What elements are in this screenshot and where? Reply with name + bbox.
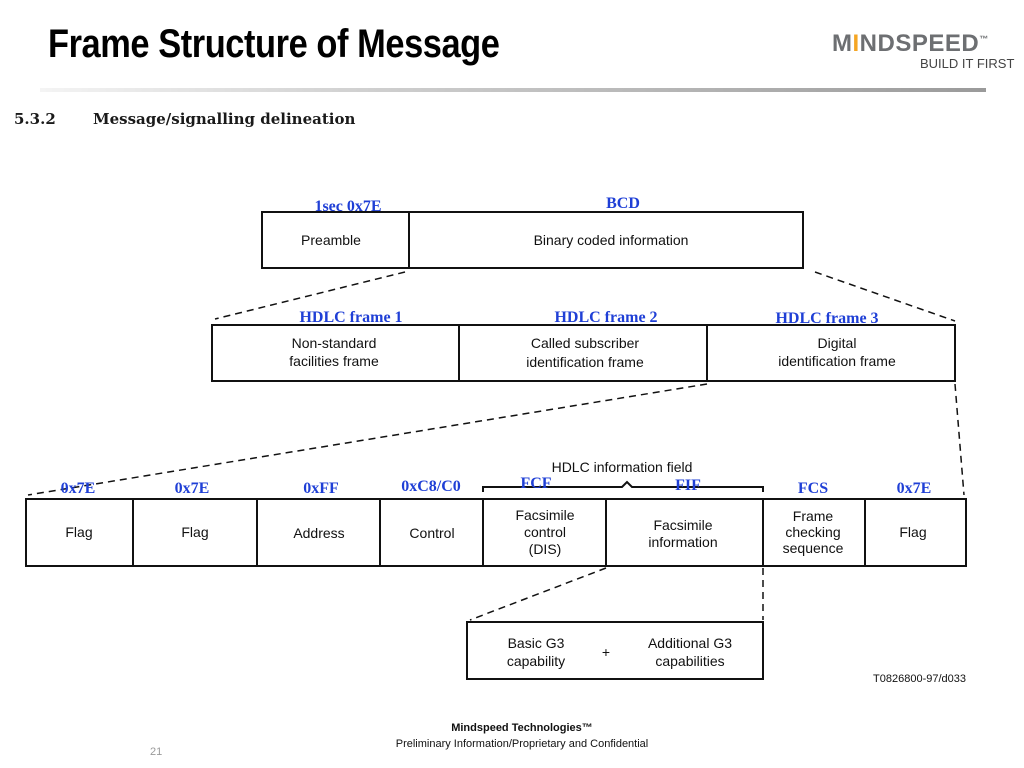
row2-cell-text: identification frame	[778, 353, 896, 369]
row2-cell-text: identification frame	[526, 354, 644, 370]
row3-cell-text: checking	[785, 524, 840, 540]
row2-cell-text: facilities frame	[289, 353, 379, 369]
row1-frame	[261, 211, 804, 269]
page-number: 21	[150, 746, 163, 758]
row3-label: FIF	[675, 477, 701, 494]
row3-cell-text: Facsimile	[653, 517, 712, 533]
slide-title: Frame Structure of Message	[48, 22, 500, 66]
row3-label: 0x7E	[61, 480, 96, 497]
row2-label: HDLC frame 1	[299, 309, 402, 326]
information-field-header: HDLC information field	[552, 459, 693, 475]
row3-cell-text: Facsimile	[515, 507, 574, 523]
plus-operator: +	[602, 644, 610, 660]
row3-cell-text: Control	[409, 525, 454, 541]
footer-company: Mindspeed Technologies™	[451, 722, 593, 734]
row3-cell-text: Address	[293, 525, 344, 541]
row3-label: FCS	[798, 480, 828, 497]
row4-frame	[466, 621, 764, 680]
logo-wordmark: MINDSPEED™	[832, 30, 989, 57]
row3-cell-text: Frame	[793, 508, 834, 524]
row3-cell-text: Flag	[65, 524, 92, 540]
row3-cell-text: Flag	[899, 524, 926, 540]
row4-cell-text: capabilities	[655, 653, 724, 669]
row2-label: HDLC frame 2	[554, 309, 657, 326]
row3-frame	[25, 498, 967, 567]
row2-cell-text: Non-standard	[292, 335, 377, 351]
row3-cell-text: control	[524, 524, 566, 540]
row3-cell-text: sequence	[783, 540, 844, 556]
row4-cell-text: Basic G3	[508, 635, 565, 651]
row1-label: 1sec 0x7E	[314, 198, 381, 215]
row3-cell-text: Flag	[181, 524, 208, 540]
expansion-line	[814, 271, 956, 322]
row1-cell-text: Binary coded information	[534, 232, 689, 248]
expansion-line	[469, 567, 607, 621]
row3-cell-text: information	[648, 534, 717, 550]
section-title: Message/signalling delineation	[93, 110, 356, 128]
title-divider	[40, 88, 986, 92]
row3-label: 0x7E	[897, 480, 932, 497]
row3-label: 0xC8/C0	[401, 478, 461, 495]
expansion-line	[27, 383, 708, 496]
row2-frame	[211, 324, 956, 382]
figure-reference: T0826800-97/d033	[873, 673, 966, 685]
row4-cell-text: Additional G3	[648, 635, 732, 651]
row2-cell-text: Called subscriber	[531, 335, 639, 351]
row2-label: HDLC frame 3	[775, 310, 878, 327]
logo-tagline: BUILD IT FIRST	[920, 56, 1015, 71]
footer-confidentiality: Preliminary Information/Proprietary and …	[395, 738, 649, 750]
row3-label: 0xFF	[303, 480, 339, 497]
expansion-line	[954, 383, 965, 496]
expansion-line	[214, 271, 406, 320]
row3-cell-text: (DIS)	[529, 541, 562, 557]
row3-label: 0x7E	[175, 480, 210, 497]
mindspeed-logo: MINDSPEED™ BUILD IT FIRST	[832, 30, 1014, 74]
row2-cell-text: Digital	[818, 335, 857, 351]
section-heading: 5.3.2 Message/signalling delineation	[14, 110, 355, 128]
information-field-brace	[482, 480, 764, 492]
row3-label: FCF	[520, 475, 551, 492]
row1-label: BCD	[606, 195, 640, 212]
section-number: 5.3.2	[14, 110, 56, 128]
row1-cell-text: Preamble	[301, 232, 361, 248]
row4-cell-text: capability	[507, 653, 565, 669]
